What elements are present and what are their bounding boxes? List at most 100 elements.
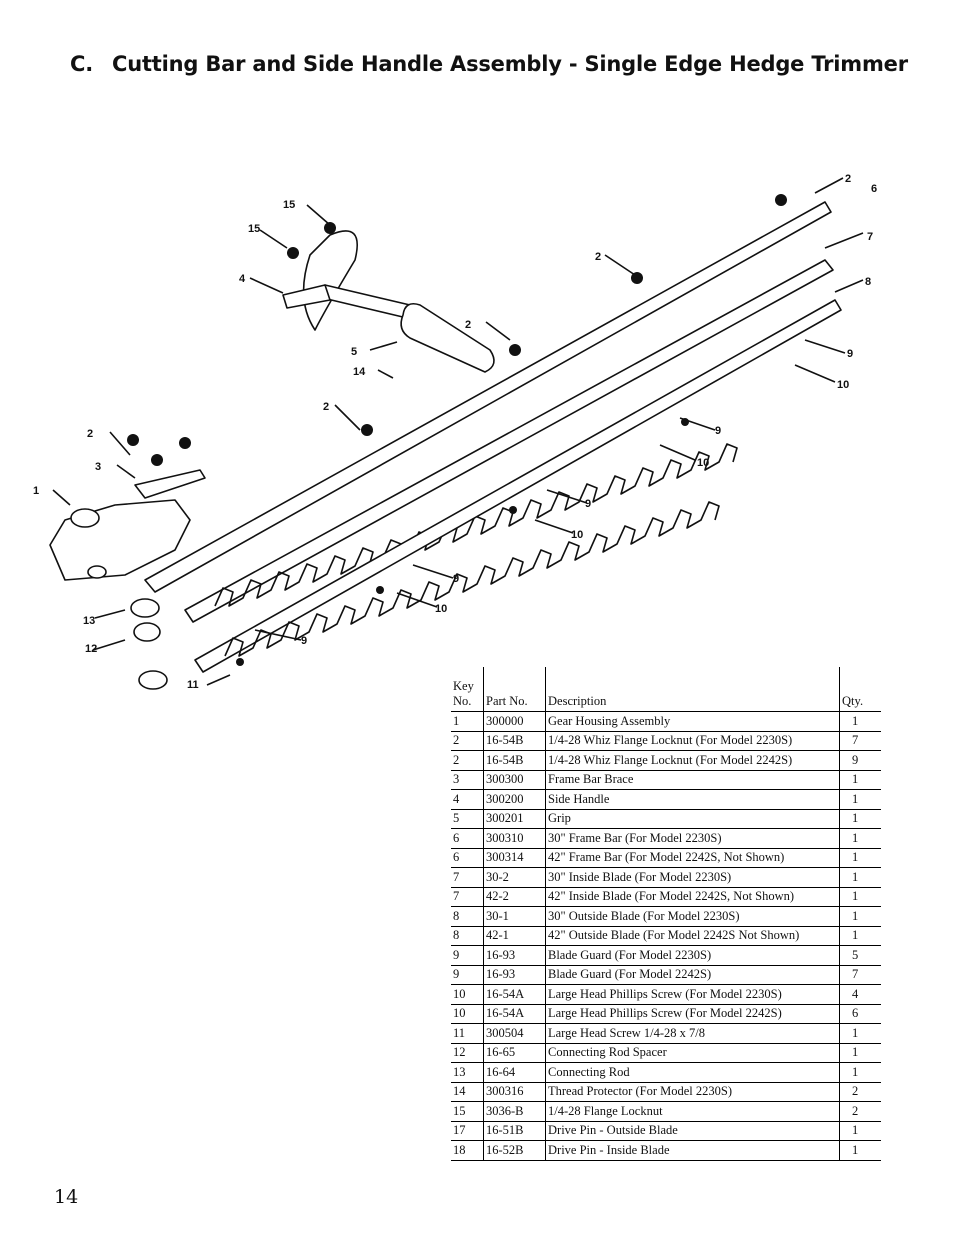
part-no-cell: 16-65	[483, 1043, 546, 1063]
svg-text:1: 1	[33, 485, 39, 497]
key-cell: 18	[451, 1140, 484, 1161]
part-no-cell: 16-93	[483, 965, 546, 985]
description-cell: Frame Bar Brace	[545, 770, 840, 790]
page-title: C.Cutting Bar and Side Handle Assembly -…	[70, 52, 908, 76]
description-cell: Drive Pin - Outside Blade	[545, 1121, 840, 1141]
key-cell: 7	[451, 887, 484, 907]
key-cell: 17	[451, 1121, 484, 1141]
svg-text:11: 11	[187, 679, 199, 691]
part-no-cell: 300201	[483, 809, 546, 829]
description-cell: Grip	[545, 809, 840, 829]
part-no-cell: 30-1	[483, 906, 546, 927]
outside-blade	[194, 299, 842, 673]
part-no-cell: 30-2	[483, 867, 546, 888]
description-cell: 30" Outside Blade (For Model 2230S)	[545, 906, 840, 927]
part-no-cell: 16-54B	[483, 731, 546, 751]
qty-cell: 2	[839, 1101, 881, 1122]
qty-cell: 2	[839, 1082, 881, 1102]
key-cell: 2	[451, 731, 484, 751]
key-cell: 8	[451, 926, 484, 946]
key-cell: 7	[451, 867, 484, 888]
part-no-cell: 300316	[483, 1082, 546, 1102]
section-letter: C.	[70, 52, 93, 76]
side-handle-guard	[302, 230, 359, 331]
qty-cell: 1	[839, 867, 881, 888]
svg-text:10: 10	[837, 379, 849, 391]
svg-text:2: 2	[845, 173, 851, 185]
description-cell: 30" Frame Bar (For Model 2230S)	[545, 828, 840, 849]
svg-text:7: 7	[867, 231, 873, 243]
qty-cell: 1	[839, 926, 881, 946]
svg-text:12: 12	[85, 643, 97, 655]
part-no-cell: 300310	[483, 828, 546, 849]
part-no-cell: 16-52B	[483, 1140, 546, 1161]
svg-text:10: 10	[571, 529, 583, 541]
qty-cell: 4	[839, 984, 881, 1005]
part-no-cell: 3036-B	[483, 1101, 546, 1122]
part-no-cell: 16-54A	[483, 1004, 546, 1024]
svg-text:9: 9	[715, 425, 721, 437]
description-cell: 42" Inside Blade (For Model 2242S, Not S…	[545, 887, 840, 907]
qty-cell: 1	[839, 809, 881, 829]
page-number: 14	[54, 1186, 79, 1208]
description-cell: Side Handle	[545, 789, 840, 810]
qty-cell: 7	[839, 731, 881, 751]
part-no-cell: 16-93	[483, 945, 546, 966]
qty-cell: 1	[839, 1023, 881, 1044]
key-cell: 6	[451, 848, 484, 868]
qty-cell: 1	[839, 1140, 881, 1161]
svg-text:9: 9	[585, 498, 591, 510]
qty-cell: 1	[839, 711, 881, 732]
key-cell: 8	[451, 906, 484, 927]
svg-text:2: 2	[323, 401, 329, 413]
key-cell: 13	[451, 1062, 484, 1083]
outside-blade-teeth	[224, 501, 720, 657]
inside-blade	[184, 259, 834, 623]
description-cell: 1/4-28 Whiz Flange Locknut (For Model 22…	[545, 750, 840, 771]
qty-cell: 1	[839, 828, 881, 849]
part-no-cell: 16-54B	[483, 750, 546, 771]
key-cell: 10	[451, 984, 484, 1005]
qty-cell: 1	[839, 887, 881, 907]
header-qty: Qty.	[839, 667, 881, 712]
qty-cell: 1	[839, 906, 881, 927]
qty-cell: 6	[839, 1004, 881, 1024]
qty-cell: 1	[839, 1121, 881, 1141]
key-cell: 11	[451, 1023, 484, 1044]
key-cell: 6	[451, 828, 484, 849]
svg-text:2: 2	[465, 319, 471, 331]
connecting-rod-spacer	[133, 622, 161, 642]
svg-text:14: 14	[353, 366, 366, 378]
part-no-cell: 300504	[483, 1023, 546, 1044]
description-cell: 42" Outside Blade (For Model 2242S Not S…	[545, 926, 840, 946]
svg-text:10: 10	[697, 457, 709, 469]
description-cell: Large Head Phillips Screw (For Model 223…	[545, 984, 840, 1005]
grip	[400, 302, 495, 373]
key-cell: 1	[451, 711, 484, 732]
svg-text:4: 4	[239, 273, 246, 285]
svg-text:10: 10	[435, 603, 447, 615]
description-cell: Drive Pin - Inside Blade	[545, 1140, 840, 1161]
svg-text:2: 2	[595, 251, 601, 263]
description-cell: 42" Frame Bar (For Model 2242S, Not Show…	[545, 848, 840, 868]
key-cell: 14	[451, 1082, 484, 1102]
description-cell: Gear Housing Assembly	[545, 711, 840, 732]
